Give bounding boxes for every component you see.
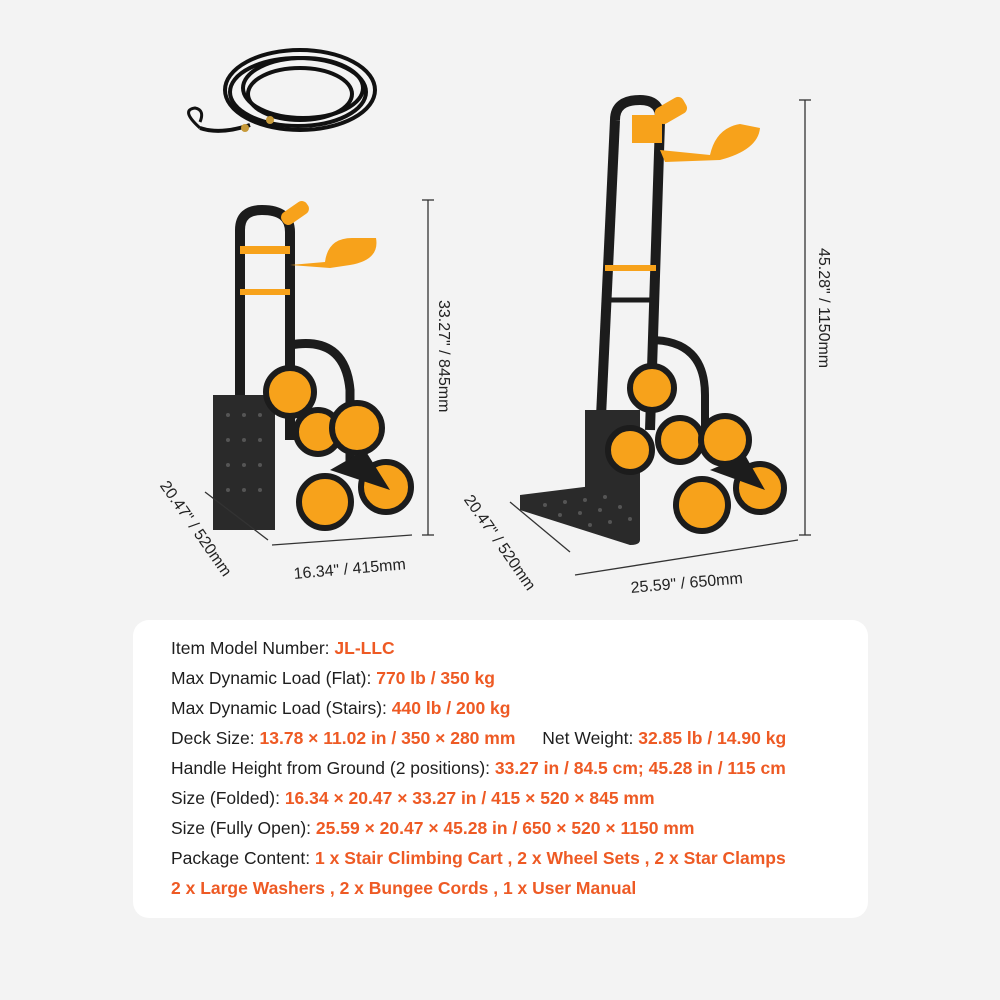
- folded-cart-image: [213, 201, 414, 531]
- product-illustration: [187, 48, 811, 576]
- bungee-cord-image: [187, 48, 377, 133]
- open-height-label: 45.28" / 1150mm: [815, 248, 832, 369]
- spec-card: Item Model Number: JL-LLC Max Dynamic Lo…: [133, 620, 868, 918]
- dimension-lines: [204, 99, 811, 576]
- folded-height-label: 33.27" / 845mm: [435, 300, 452, 413]
- spec-package-content: Package Content: 1 x Stair Climbing Cart…: [171, 848, 786, 868]
- open-cart-image: [520, 94, 787, 545]
- spec-load-stairs: Max Dynamic Load (Stairs): 440 lb / 200 …: [171, 698, 511, 718]
- spec-deck-weight: Deck Size: 13.78 × 11.02 in / 350 × 280 …: [171, 728, 787, 748]
- spec-model: Item Model Number: JL-LLC: [171, 638, 395, 658]
- spec-package-content-cont: 2 x Large Washers , 2 x Bungee Cords , 1…: [171, 878, 637, 898]
- spec-load-flat: Max Dynamic Load (Flat): 770 lb / 350 kg: [171, 668, 495, 688]
- spec-open-size: Size (Fully Open): 25.59 × 20.47 × 45.28…: [171, 818, 695, 838]
- spec-handle-height: Handle Height from Ground (2 positions):…: [171, 758, 786, 778]
- spec-folded-size: Size (Folded): 16.34 × 20.47 × 33.27 in …: [171, 788, 655, 808]
